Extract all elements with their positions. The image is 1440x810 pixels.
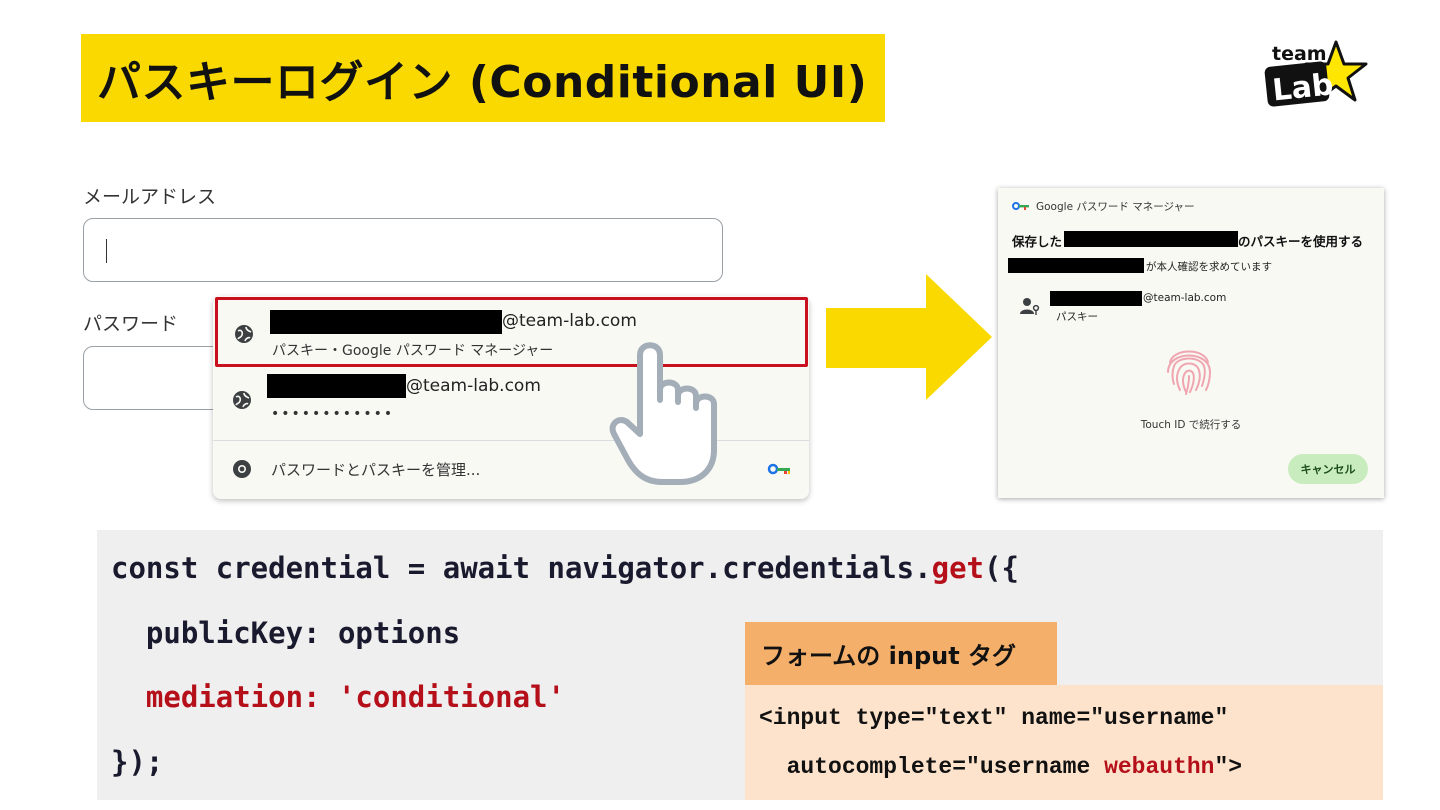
- dialog-line1-suffix: のパスキーを使用する: [1238, 234, 1364, 249]
- manage-label: パスワードとパスキーを管理...: [271, 461, 481, 479]
- account-email: @team-lab.com: [1143, 292, 1227, 304]
- right-arrow-icon: [826, 274, 992, 400]
- redacted-site: [1008, 258, 1144, 273]
- logo-text-top: team: [1272, 43, 1327, 65]
- code-text: const credential = await navigator.crede…: [111, 551, 932, 585]
- input-tag-panel: <input type="text" name="username" autoc…: [745, 685, 1383, 800]
- code-text: ({: [984, 551, 1019, 585]
- teamlab-logo: team Lab: [1264, 40, 1368, 108]
- input-tag-line-2: autocomplete="username webauthn">: [759, 754, 1243, 780]
- dialog-line1-prefix: 保存した: [1012, 234, 1063, 249]
- input-tag-line-1: <input type="text" name="username": [759, 705, 1229, 731]
- pointing-hand-icon: [609, 342, 717, 485]
- code-line-3: mediation: 'conditional': [111, 680, 565, 714]
- key-icon: [1012, 202, 1029, 210]
- cancel-button[interactable]: キャンセル: [1288, 454, 1368, 484]
- code-line-4: });: [111, 745, 164, 779]
- passkey-suggestion[interactable]: @team-lab.com パスキー・Google パスワード マネージャー: [215, 297, 808, 367]
- tag-text: ">: [1214, 754, 1243, 780]
- manage-passwords-item[interactable]: パスワードとパスキーを管理...: [213, 441, 809, 499]
- email-input[interactable]: [83, 218, 723, 282]
- key-icon: [767, 463, 790, 475]
- redacted-account: [1064, 231, 1238, 247]
- redacted-username: [267, 374, 406, 398]
- page-title: パスキーログイン (Conditional UI): [97, 57, 868, 108]
- globe-icon: [235, 325, 253, 343]
- text-caret: [106, 239, 107, 263]
- redacted-username: [270, 310, 502, 334]
- password-manager-dialog: Google パスワード マネージャー 保存した のパスキーを使用する が本人確…: [998, 188, 1384, 498]
- suggestion-email: @team-lab.com: [502, 311, 637, 331]
- code-line-2: publicKey: options: [111, 616, 461, 650]
- redacted-username: [1050, 291, 1142, 306]
- password-suggestion[interactable]: @team-lab.com ••••••••••••: [213, 368, 809, 440]
- globe-icon: [233, 391, 251, 409]
- code-get: get: [931, 551, 984, 585]
- input-tag-header: フォームの input タグ: [745, 622, 1057, 685]
- logo-text-bottom: Lab: [1271, 67, 1335, 108]
- dialog-line2-suffix: が本人確認を求めています: [1146, 261, 1272, 273]
- title-banner: パスキーログイン (Conditional UI): [81, 34, 885, 122]
- tag-webauthn: webauthn: [1104, 754, 1215, 780]
- touch-id-label: Touch ID で続行する: [1140, 419, 1242, 431]
- chrome-icon: [233, 460, 251, 478]
- code-line-1: const credential = await navigator.crede…: [111, 551, 1019, 585]
- password-label: パスワード: [83, 313, 179, 335]
- masked-password: ••••••••••••: [271, 406, 395, 422]
- tag-text: autocomplete="username: [759, 754, 1105, 780]
- dropdown-divider: [213, 440, 809, 441]
- dialog-header: Google パスワード マネージャー: [1036, 201, 1195, 213]
- account-key-icon: [1020, 298, 1040, 315]
- suggestion-email: @team-lab.com: [406, 376, 541, 396]
- email-label: メールアドレス: [83, 186, 217, 208]
- fingerprint-icon[interactable]: [1160, 340, 1218, 398]
- suggestion-subtitle: パスキー・Google パスワード マネージャー: [272, 343, 554, 359]
- account-type: パスキー: [1056, 311, 1098, 323]
